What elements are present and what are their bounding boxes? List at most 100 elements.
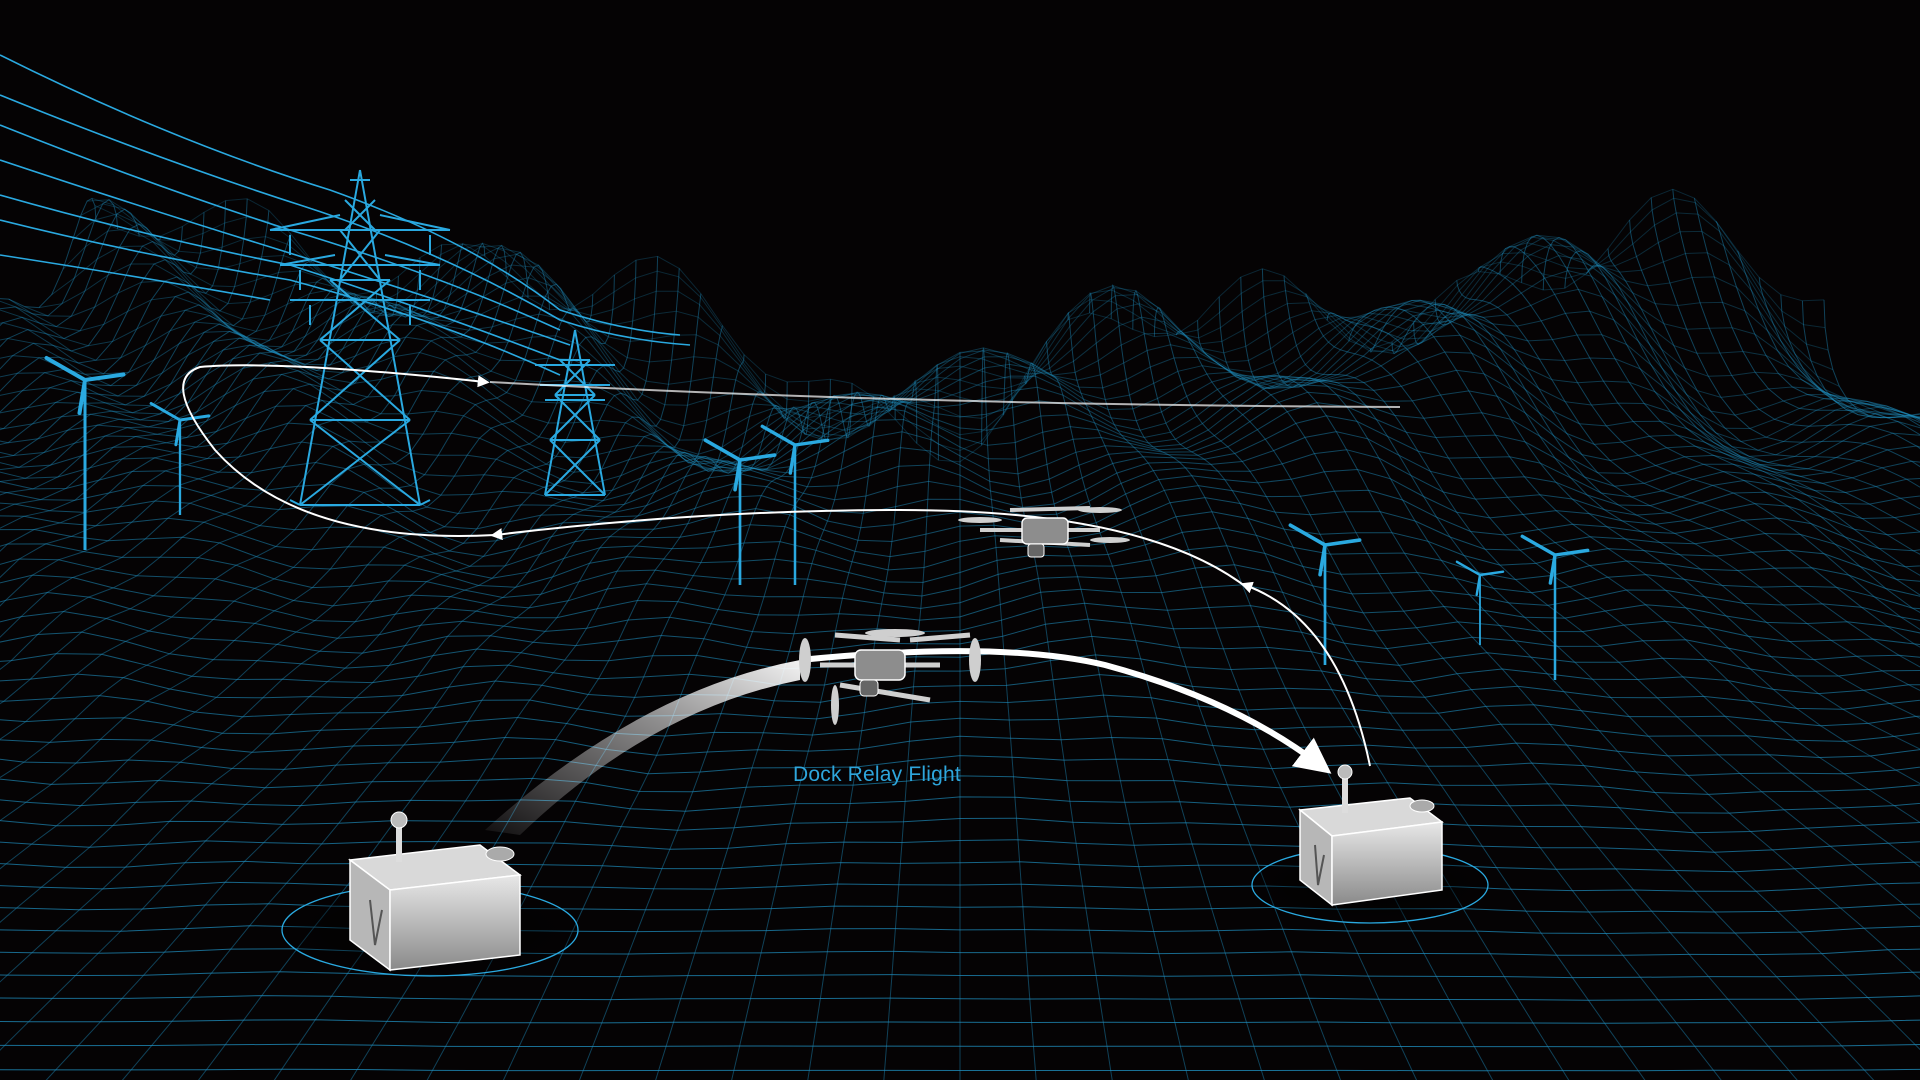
terrain-column-line [0,283,572,779]
terrain-row-line [72,213,1848,442]
terrain-column-line [0,208,140,328]
terrain-column-line [0,277,335,482]
terrain-row-line [0,431,1920,515]
terrain-row-line [0,402,1920,502]
relay-flight-arc [485,648,1332,835]
terrain-row-line [0,351,1920,472]
terrain-row-line [91,197,1829,436]
terrain-column-line [1564,250,1920,555]
terrain-row-line [0,1043,1920,1048]
terrain-column-line [0,198,248,431]
terrain-row-line [0,694,1920,727]
terrain-row-line [62,228,1858,441]
terrain-column-line [1737,250,1920,422]
wind-turbine-icon [703,438,777,585]
wind-turbine-icon [149,402,211,515]
terrain-column-line [981,347,1037,1080]
terrain-row-line [0,903,1920,913]
terrain-row-line [0,775,1920,795]
terrain-column-line [0,244,443,579]
terrain-column-line [807,379,918,1080]
terrain-column-line [121,325,723,1080]
terrain-column-line [1521,234,1920,596]
terrain-row-line [0,511,1920,582]
terrain-row-line [0,653,1920,695]
terrain-column-line [1175,330,1722,1080]
terrain-column-line [1348,306,1920,785]
terrain-column-line [0,244,507,670]
terrain-row-line [0,527,1920,597]
terrain-column-line [1369,299,1920,750]
terrain-column-line [0,251,529,705]
terrain-row-line [0,925,1920,935]
terrain-column-line [1413,311,1920,691]
terrain-row-line [0,415,1920,508]
terrain-row-line [0,735,1920,759]
wind-turbine-icon [44,356,126,550]
terrain-row-line [0,1019,1920,1024]
terrain-column-line [1024,362,1189,1080]
terrain-row-line [0,591,1920,646]
terrain-column-line [655,391,875,1080]
terrain-column-line [1650,197,1920,468]
terrain-column-line [0,243,464,607]
terrain-column-line [1542,237,1920,576]
terrain-column-line [731,394,896,1080]
terrain-column-line [502,379,831,1080]
terrain-row-line [0,373,1920,485]
terrain-row-line [0,449,1920,530]
terrain-row-line [24,270,1896,441]
dock-station-icon [281,811,579,977]
terrain-row-line [87,199,1834,430]
flight-path-back [182,364,1401,767]
terrain-column-line [883,364,939,1080]
terrain-column-line [45,293,702,1080]
terrain-column-line [0,210,270,446]
dock-station-icon [1251,764,1489,924]
terrain-row-line [0,948,1920,956]
terrain-column-line [579,383,853,1080]
terrain-column-line [1477,266,1920,631]
terrain-row-line [0,299,1920,463]
terrain-row-line [0,755,1920,776]
wind-turbine-icon [1455,560,1505,645]
terrain-row-line [0,796,1920,814]
terrain-column-line [0,197,97,309]
terrain-row-line [0,543,1920,610]
terrain-row-line [0,971,1920,979]
terrain-column-line [1434,299,1920,668]
terrain-row-line [0,558,1920,621]
terrain-row-line [0,362,1920,473]
terrain-row-line [0,631,1920,677]
terrain-row-line [0,309,1920,472]
terrain-column-line [1261,268,1920,980]
terrain-column-line [0,212,205,392]
terrain-column-line [0,291,378,511]
terrain-column-line [0,287,356,496]
wind-turbine-icon [1520,534,1590,680]
terrain-column-line [1823,299,1920,419]
terrain-column-line [0,200,227,413]
terrain-column-line [0,233,291,459]
terrain-column-line [0,276,399,529]
terrain-row-line [0,673,1920,710]
terrain-column-line [1197,320,1798,1080]
terrain-column-line [0,274,615,870]
wind-turbine-icon [1288,523,1362,665]
terrain-column-line [0,199,119,317]
wind-turbine-icon [760,424,830,585]
terrain-column-line [1715,220,1920,427]
power-tower-icon [269,169,451,506]
terrain-row-line [0,1068,1920,1072]
terrain-row-line [0,881,1920,892]
terrain-row-line [0,817,1920,834]
terrain-column-line [0,223,162,348]
terrain-column-line [1456,280,1920,648]
terrain-column-line [1218,296,1875,1080]
terrain-column-line [1240,276,1920,1051]
terrain-row-line [80,203,1840,438]
terrain-row-line [0,484,1920,557]
terrain-row-line [0,574,1920,634]
terrain-column-line [1780,294,1920,419]
